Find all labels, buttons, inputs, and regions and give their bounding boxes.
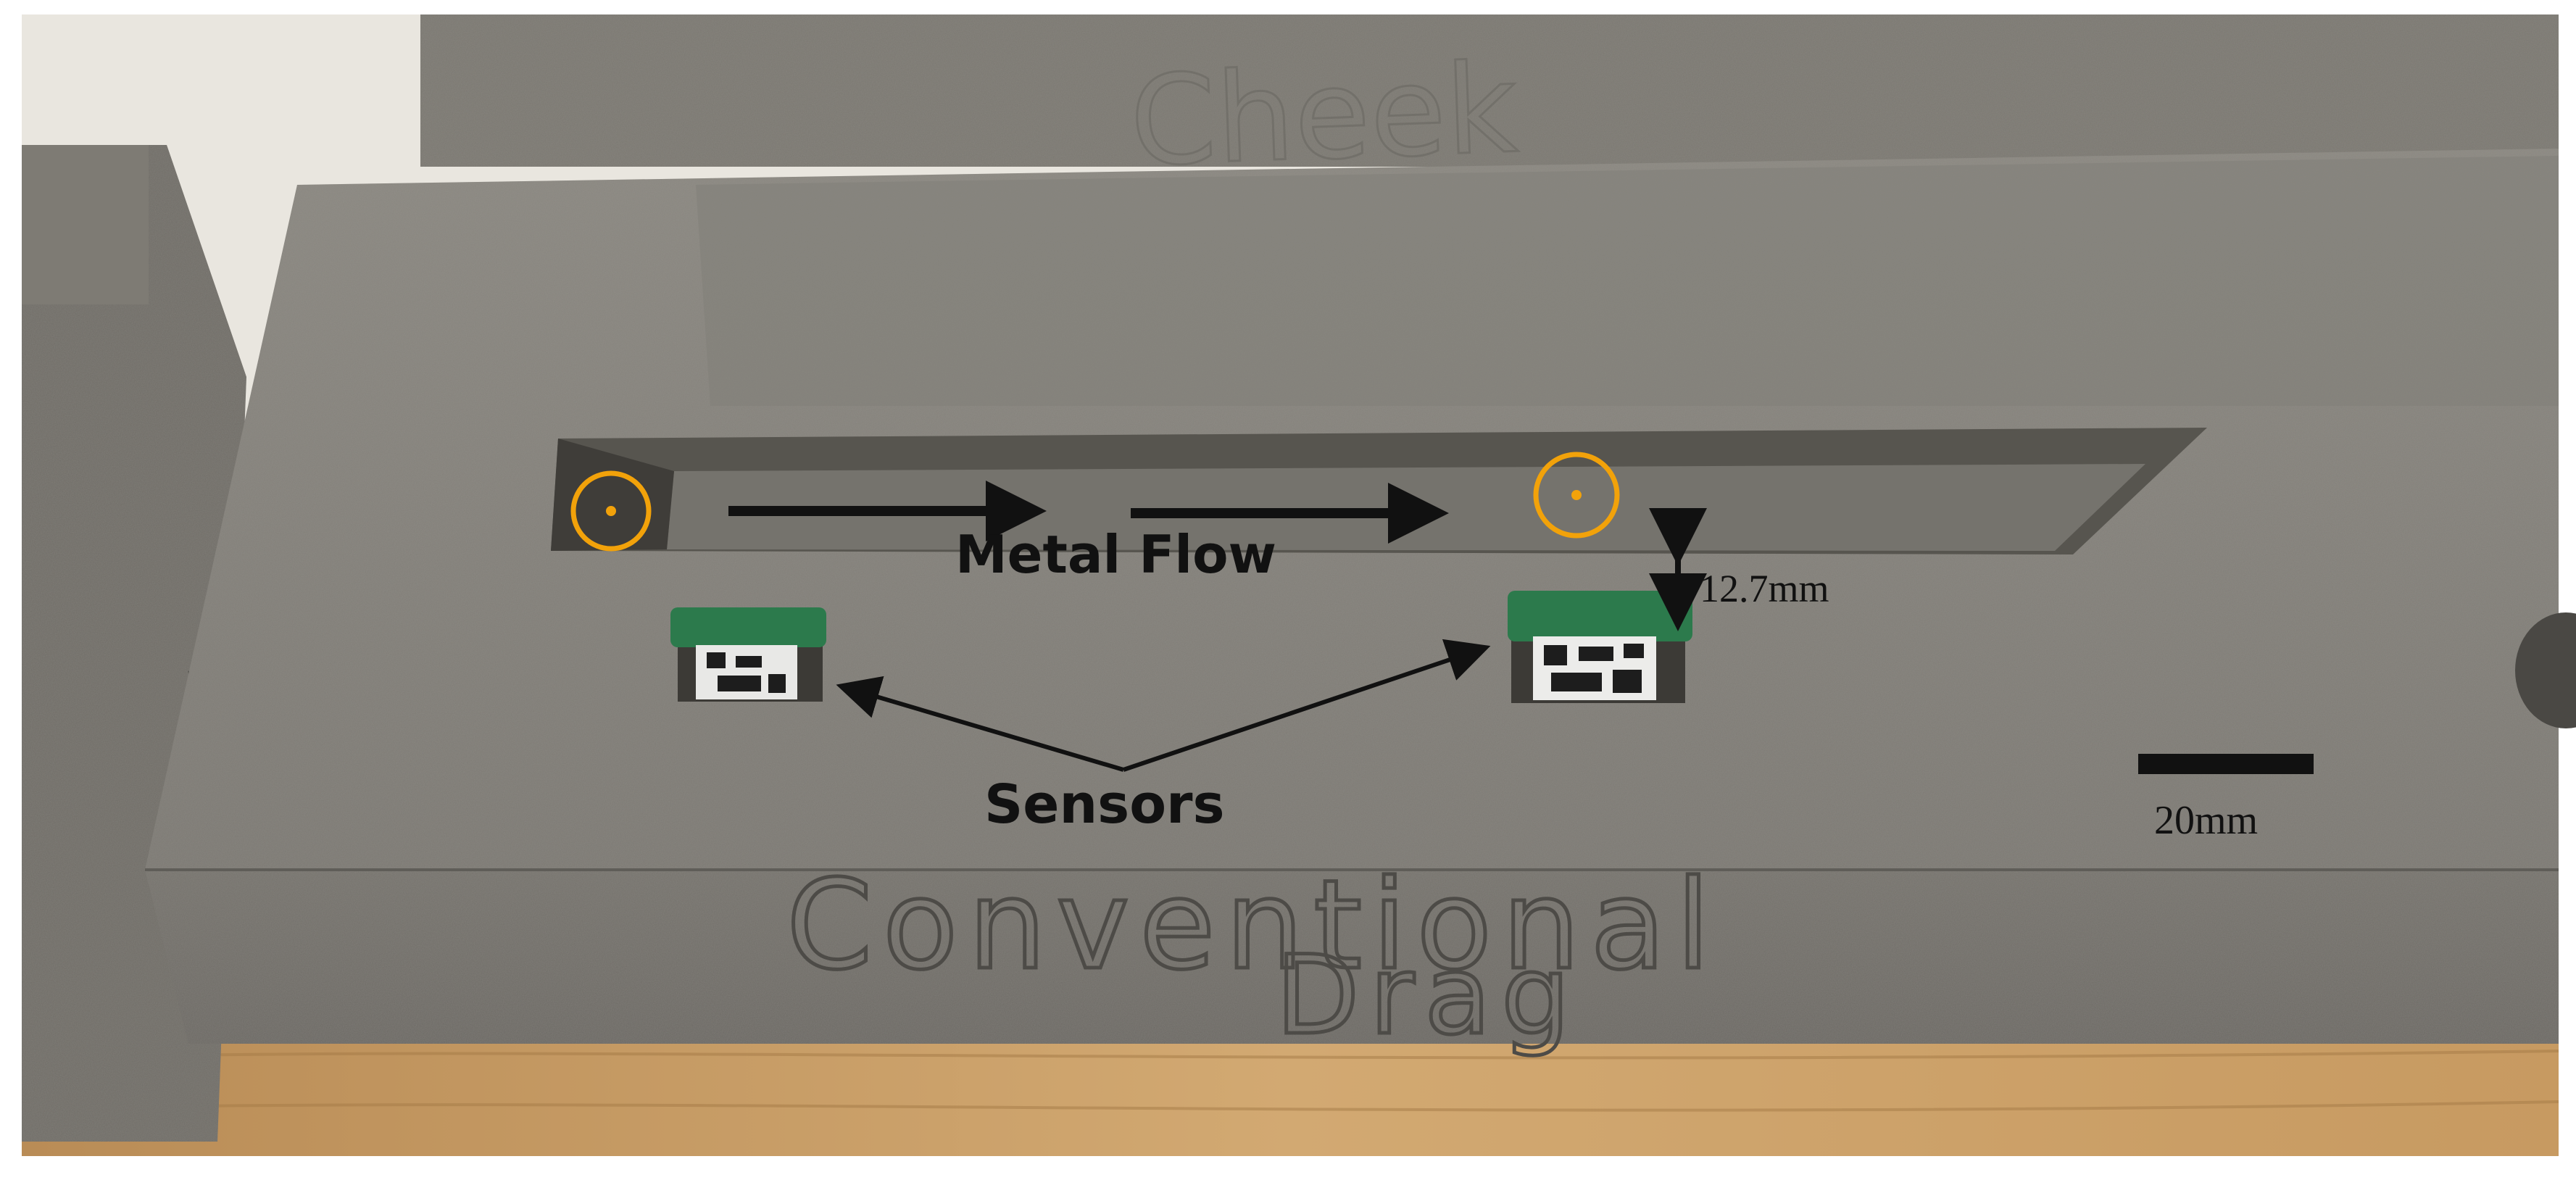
pointer-arrow-left	[836, 676, 1124, 772]
distance-label: 12.7mm	[1700, 567, 1829, 610]
sensor-left	[670, 607, 826, 702]
engraving-line-1: Conventional	[786, 854, 1720, 997]
thermocouple-marker-left	[570, 470, 652, 552]
sensor-right	[1508, 591, 1692, 703]
metal-flow-arrows	[728, 481, 1449, 544]
drag-sand-mold: Conventional Drag	[145, 149, 2576, 1061]
engraving-line-2: Drag	[1276, 933, 1580, 1059]
scale-bar-label: 20mm	[2154, 798, 2258, 843]
pointer-arrow-right	[1123, 639, 1491, 772]
metal-flow-label: Metal Flow	[955, 524, 1276, 585]
back-sand-block: Cheek	[420, 14, 2559, 195]
scale-bar	[2138, 754, 2314, 774]
side-notch	[2515, 612, 2576, 728]
sensors-label: Sensors	[984, 773, 1225, 836]
thermocouple-marker-right	[1533, 452, 1620, 539]
sensor-pointer-arrows	[836, 639, 1491, 772]
